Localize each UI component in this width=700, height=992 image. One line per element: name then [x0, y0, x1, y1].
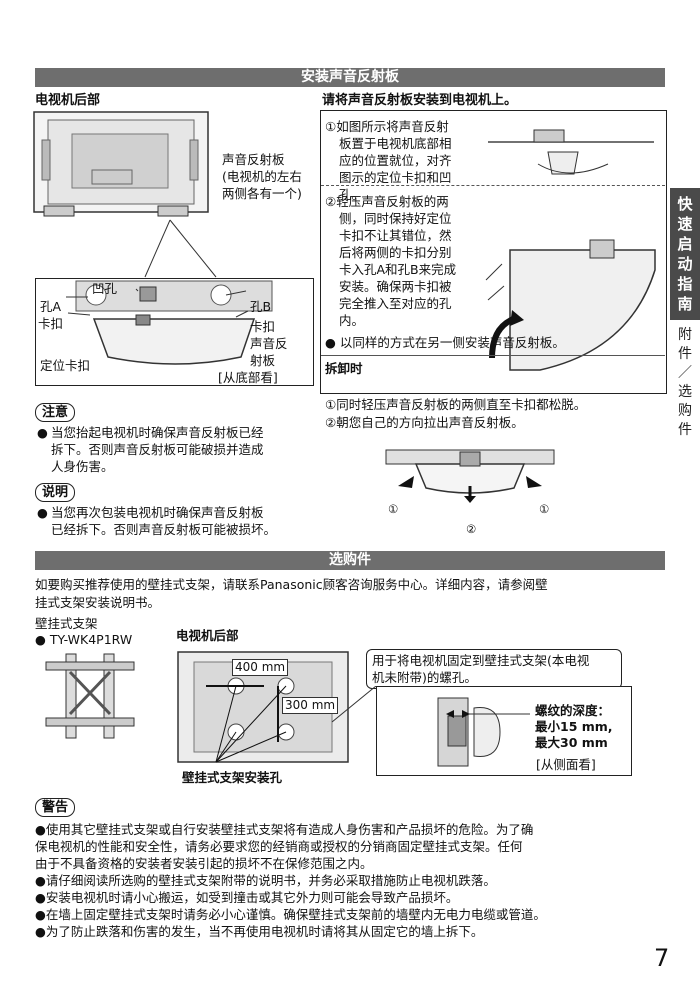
step1-line-5: 孔。 — [339, 187, 365, 202]
reflector-note-1: 声音反射板 — [222, 152, 285, 167]
note-label: 说明 — [35, 483, 76, 502]
reflector-label-2: 射板 — [250, 353, 276, 368]
side-view-illustration — [437, 697, 530, 767]
clip-right-label: 卡扣 — [250, 319, 276, 334]
warning-line-2: 保电视机的性能和安全性，请务必要求您的经销商或授权的分销商固定壁挂式支架。任何 — [35, 839, 523, 854]
recess-label: 凹孔 — [92, 281, 118, 296]
caution-bullet: ● — [37, 425, 48, 440]
step2-illustration — [485, 239, 656, 371]
remove-marker-3: ① — [539, 502, 550, 516]
step1-line-1: ①如图所示将声音反射 — [325, 119, 449, 134]
step2-line-7: 完全推入至对应的孔 — [339, 296, 452, 311]
warning-line-4: ●请仔细阅读所选购的壁挂式支架附带的说明书，并务必采取措施防止电视机跌落。 — [35, 873, 496, 888]
page-number: 7 — [654, 944, 670, 972]
positioning-clip-label: 定位卡扣 — [40, 358, 91, 373]
sidebar-light-char: 件 — [678, 422, 692, 438]
sidebar-accessories: 附 件 ／ 选 购 件 — [670, 320, 700, 446]
sidebar-light-char: 购 — [678, 403, 692, 419]
sidebar-dark-char: 速 — [677, 215, 693, 233]
install-heading: 请将声音反射板安装到电视机上。 — [322, 93, 518, 108]
step2-line-4: 后将两侧的卡扣分别 — [339, 245, 452, 260]
holes-label: 壁挂式支架安装孔 — [182, 770, 283, 785]
side-view-box — [376, 686, 632, 776]
bottom-view-illustration — [66, 280, 273, 365]
thread-depth-2: 最小15 mm, — [535, 719, 613, 734]
step2-line-2: 侧，同时保持好定位 — [339, 211, 452, 226]
thread-depth-3: 最大30 mm — [535, 735, 608, 750]
step-divider — [321, 185, 665, 186]
note-bullet: ● — [37, 505, 48, 520]
remove-step-2: ②朝您自己的方向拉出声音反射板。 — [325, 415, 524, 430]
remove-illustration — [385, 449, 555, 503]
view-side-label: [从侧面看] — [536, 757, 596, 772]
sidebar-dark-char: 南 — [677, 295, 693, 313]
tv-back-label-2: 电视机后部 — [176, 628, 239, 643]
same-other-side: ● 以同样的方式在另一侧安装声音反射板。 — [325, 335, 565, 350]
remove-marker-2: ② — [466, 522, 477, 536]
tv-back-illustration — [33, 111, 209, 217]
sidebar-dark-char: 快 — [677, 195, 693, 213]
options-intro-1: 如要购买推荐使用的壁挂式支架，请联系Panasonic顾客咨询服务中心。详细内容… — [35, 577, 548, 592]
bracket-illustration — [45, 653, 135, 739]
note-line-1: 当您再次包装电视机时确保声音反射板 — [51, 505, 264, 520]
sidebar-light-char: 附 — [678, 327, 692, 343]
dim-300: 300 mm — [282, 697, 339, 714]
step1-line-3: 应的位置就位，对齐 — [339, 153, 452, 168]
sidebar-tab: 快 速 启 动 指 南 附 件 ／ 选 购 件 — [670, 188, 700, 446]
step2-line-8: 内。 — [339, 313, 365, 328]
options-intro-2: 挂式支架安装说明书。 — [35, 595, 161, 610]
warning-label: 警告 — [35, 798, 76, 817]
screw-note-2: 机未附带)的螺孔。 — [372, 670, 477, 685]
step1-line-4: 图示的定位卡扣和凹 — [339, 170, 452, 185]
sidebar-light-char: 件 — [678, 346, 692, 362]
step2-line-1: ②轻压声音反射板的两 — [325, 194, 449, 209]
tv-back-label: 电视机后部 — [35, 93, 101, 108]
remove-step-1: ①同时轻压声音反射板的两侧直至卡扣都松脱。 — [325, 397, 587, 412]
sidebar-light-char: 选 — [678, 384, 692, 400]
warning-line-1: ●使用其它壁挂式支架或自行安装壁挂式支架将有造成人身伤害和产品损坏的危险。为了确 — [35, 822, 534, 837]
remove-divider — [321, 355, 665, 356]
sidebar-dark-char: 动 — [677, 255, 693, 273]
sidebar-quick-start: 快 速 启 动 指 南 — [670, 188, 700, 320]
warning-line-3: 由于不具备资格的安装者安装引起的损坏不在保修范围之内。 — [35, 856, 373, 871]
thread-depth-1: 螺纹的深度： — [535, 703, 611, 718]
note-line-2: 已经拆下。否则声音反射板可能被损坏。 — [51, 522, 277, 537]
remove-heading: 拆卸时 — [325, 361, 363, 376]
step2-line-5: 卡入孔A和孔B来完成 — [339, 262, 457, 277]
step1-illustration — [488, 129, 654, 175]
section-title-reflector: 安装声音反射板 — [35, 68, 665, 87]
caution-label: 注意 — [35, 403, 76, 422]
sidebar-light-char: ／ — [678, 365, 692, 381]
step1-line-2: 板置于电视机底部相 — [339, 136, 452, 151]
clip-left-label: 卡扣 — [38, 316, 64, 331]
hole-b-label: 孔B — [250, 299, 272, 314]
dim-400: 400 mm — [232, 659, 289, 676]
reflector-note-2: (电视机的左右 — [222, 169, 302, 184]
screw-note-pointer — [331, 686, 377, 723]
remove-marker-1: ① — [388, 502, 399, 516]
sidebar-dark-char: 指 — [677, 275, 693, 293]
sidebar-dark-char: 启 — [677, 235, 693, 253]
reflector-label-1: 声音反 — [250, 336, 288, 351]
reflector-note-3: 两侧各有一个) — [222, 186, 302, 201]
bracket-model: ● TY-WK4P1RW — [35, 632, 133, 647]
bracket-label: 壁挂式支架 — [35, 616, 98, 631]
section-title-options: 选购件 — [35, 551, 665, 570]
step2-line-6: 安装。确保两卡扣被 — [339, 279, 452, 294]
caution-line-2: 拆下。否则声音反射板可能破损并造成 — [51, 442, 264, 457]
hole-a-label: 孔A — [40, 299, 62, 314]
zoom-callout-lines — [144, 219, 217, 278]
step2-line-3: 卡扣不让其错位，然 — [339, 228, 452, 243]
screw-note-1: 用于将电视机固定到壁挂式支架(本电视 — [372, 653, 590, 668]
warning-line-5: ●安装电视机时请小心搬运，如受到撞击或其它外力则可能会导致产品损坏。 — [35, 890, 459, 905]
view-bottom-label: [从底部看] — [218, 370, 278, 385]
caution-line-3: 人身伤害。 — [51, 459, 114, 474]
caution-line-1: 当您抬起电视机时确保声音反射板已经 — [51, 425, 264, 440]
warning-line-6: ●在墙上固定壁挂式支架时请务必小心谨慎。确保壁挂式支架前的墙壁内无电力电缆或管道… — [35, 907, 546, 922]
warning-line-7: ●为了防止跌落和伤害的发生，当不再使用电视机时请将其从固定它的墙上拆下。 — [35, 924, 484, 939]
